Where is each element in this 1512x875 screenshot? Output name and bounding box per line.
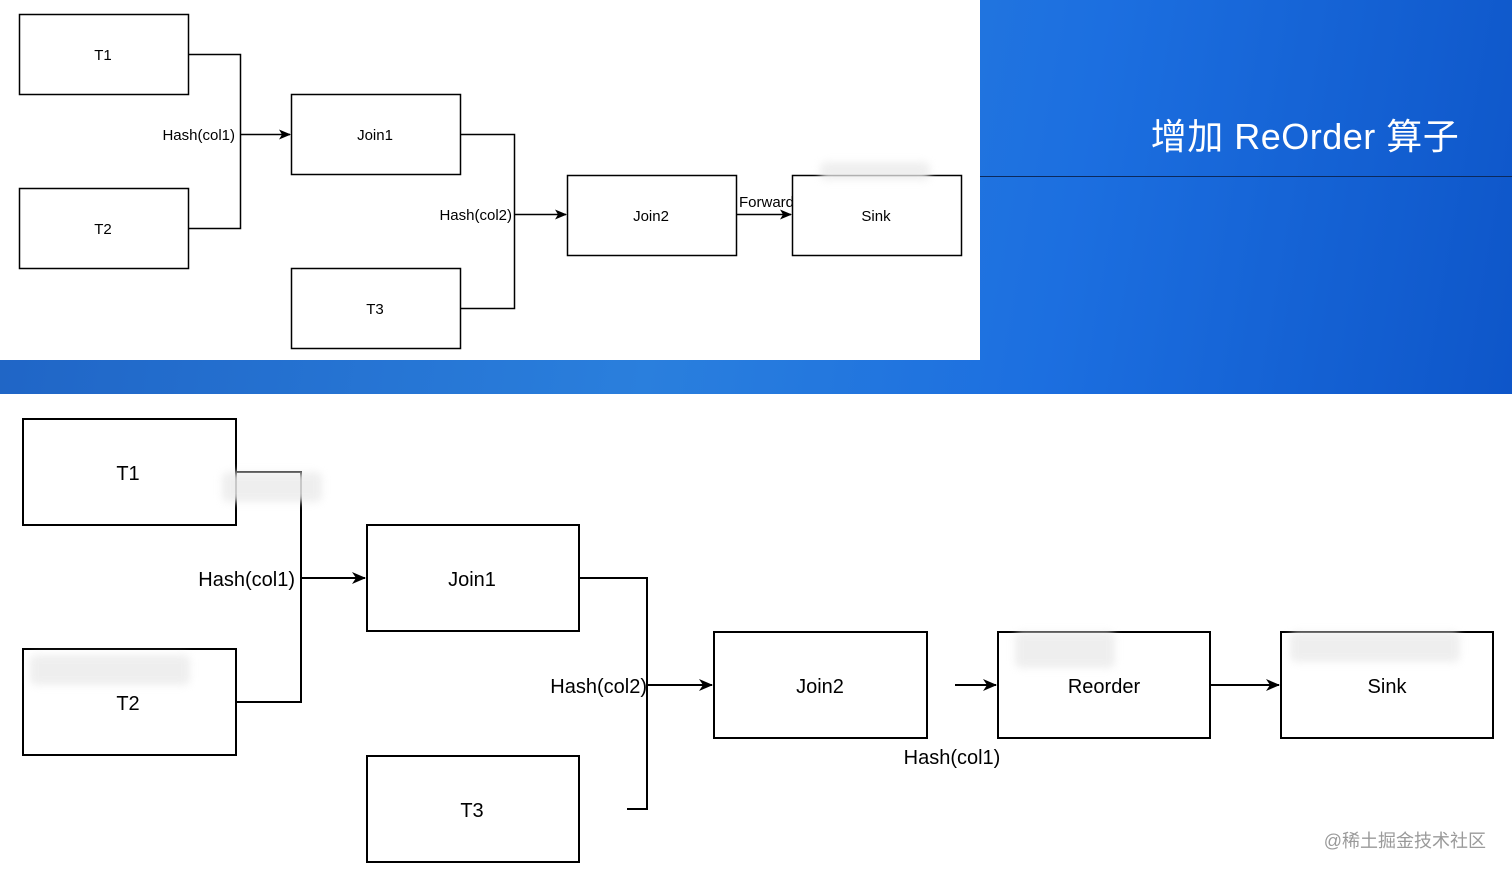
top-diagram-panel: T1 T2 Join1 T3 Join2 Sink Hash(col1) [0, 0, 980, 360]
node-label: Sink [861, 208, 891, 225]
edge-label: Hash(col2) [439, 207, 512, 224]
edge-label: Hash(col1) [162, 127, 235, 144]
edge-label: Hash(col1) [904, 747, 1001, 769]
blur-smudge [30, 655, 190, 685]
node-label: T2 [116, 693, 139, 715]
node-t3: T3 [366, 755, 580, 863]
edge-label: Hash(col2) [550, 676, 647, 698]
node-label: Join2 [796, 676, 844, 698]
node-label: Join2 [633, 208, 669, 225]
bottom-diagram-panel: T1 T2 Join1 T3 Join2 Reorder Sink [0, 394, 1512, 875]
edge-join2-to-sink: Forward [736, 194, 794, 220]
top-diagram: T1 T2 Join1 T3 Join2 Sink Hash(col1) [18, 13, 963, 350]
node-join1: Join1 [366, 524, 580, 632]
node-t1: T1 [18, 13, 190, 96]
bottom-diagram: T1 T2 Join1 T3 Join2 Reorder Sink [22, 418, 1494, 863]
node-label: Join1 [448, 569, 496, 591]
node-label: Join1 [357, 127, 393, 144]
node-label: T3 [366, 301, 384, 318]
node-t3: T3 [290, 267, 462, 350]
node-label: Sink [1368, 676, 1408, 698]
edge-join1-t3-to-join2: Hash(col2) [550, 577, 713, 810]
node-label: T3 [460, 800, 483, 822]
node-join1: Join1 [290, 93, 462, 176]
node-join2: Join2 [713, 631, 928, 739]
slide-title: 增加 ReOrder 算子 [1150, 116, 1460, 157]
node-t1: T1 [22, 418, 237, 526]
edge-join1-t3-to-join2: Hash(col2) [439, 133, 567, 310]
node-t2: T2 [18, 187, 190, 270]
node-label: Reorder [1068, 676, 1141, 698]
edge-t1-t2-to-join1: Hash(col1) [162, 53, 291, 230]
edge-label: Hash(col1) [198, 569, 295, 591]
blur-smudge [820, 162, 930, 180]
node-join2: Join2 [566, 174, 738, 257]
title-underline [980, 176, 1512, 177]
node-label: T1 [116, 463, 139, 485]
edge-label: Forward [739, 194, 794, 211]
node-sink: Sink [791, 174, 963, 257]
blur-smudge [222, 472, 322, 502]
watermark: @稀土掘金技术社区 [1323, 831, 1486, 851]
node-label: T1 [94, 47, 112, 64]
edge-join2-to-reorder: Hash(col1) [904, 679, 1001, 769]
blur-smudge [1015, 632, 1115, 668]
node-label: T2 [94, 221, 112, 238]
blur-smudge [1290, 632, 1460, 662]
